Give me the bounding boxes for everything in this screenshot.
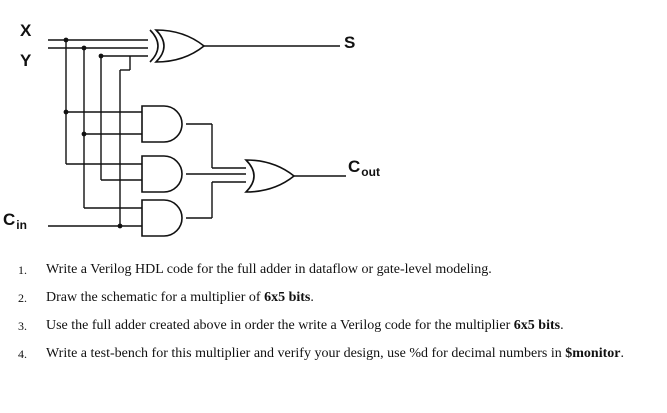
question-number: 2. [18,291,27,305]
question-item: 3. Use the full adder created above in or… [0,318,640,334]
output-cout-label: Cout [348,157,380,179]
question-item: 1. Write a Verilog HDL code for the full … [0,262,640,278]
question-number: 4. [18,347,27,361]
question-emphasis: 6x5 bits [513,318,561,333]
and-gate-2 [141,155,183,193]
and-gate-3 [141,199,183,237]
question-number: 3. [18,319,27,333]
full-adder-schematic [48,29,346,237]
question-emphasis: $monitor [565,346,621,361]
question-text: . [620,346,624,361]
question-text: . [560,318,564,333]
question-item: 4. Write a test-bench for this multiplier… [0,346,640,362]
output-s-label: S [344,33,356,52]
question-number: 1. [18,263,27,277]
question-emphasis: 6x5 bits [264,290,311,305]
input-y-label: Y [20,51,32,70]
question-text: Write a test-bench for this multiplier a… [46,346,566,361]
xor-gate [149,29,206,63]
question-text: . [310,290,314,305]
question-text: Draw the schematic for a multiplier of [46,290,265,305]
question-text: Write a Verilog HDL code for the full ad… [46,262,492,277]
input-cin-label: Cin [3,210,27,232]
question-list: 1. Write a Verilog HDL code for the full … [0,262,640,374]
question-text: Use the full adder created above in orde… [46,318,514,333]
and-gate-1 [141,105,183,143]
or-gate [244,159,296,193]
question-item: 2. Draw the schematic for a multiplier of… [0,290,640,306]
input-x-label: X [20,21,32,40]
